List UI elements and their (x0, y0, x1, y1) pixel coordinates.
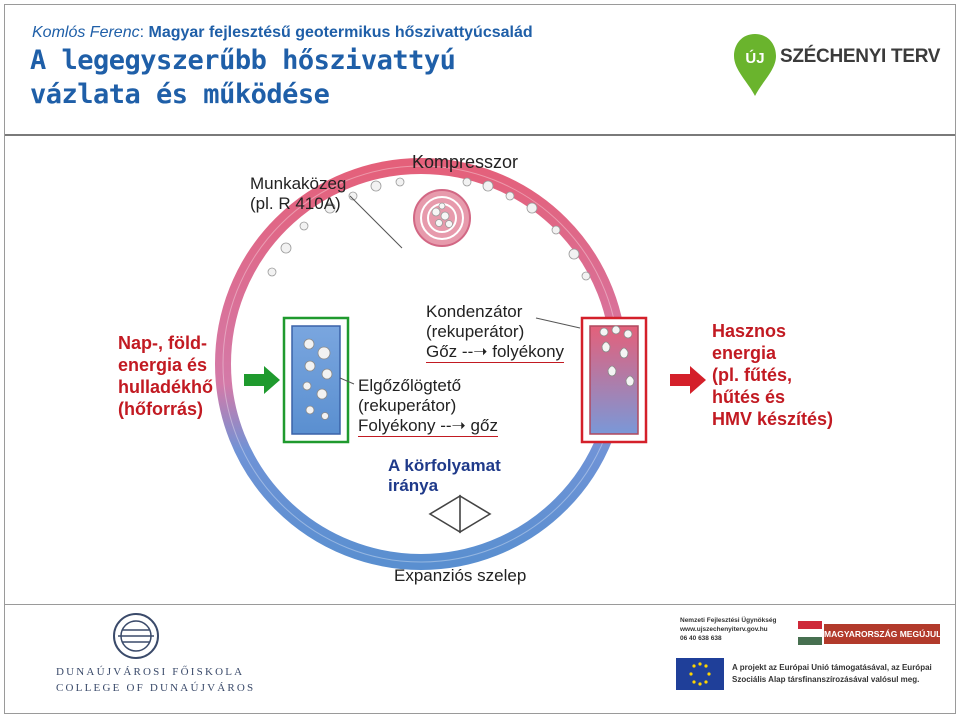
condenser-arrow-icon: --➝ (461, 342, 488, 361)
heat-source-line3: hulladékhő (118, 377, 214, 397)
cycle-direction-line1: A körfolyamat (388, 456, 501, 475)
slide-subtitle: Komlós Ferenc: Magyar fejlesztésű geoter… (32, 24, 533, 42)
evaporator-vessel (291, 325, 341, 435)
useful-energy-line1: Hasznos (712, 321, 787, 341)
condenser-droplets (599, 325, 635, 387)
szechenyi-pin-icon: ÚJ (734, 34, 776, 96)
evaporator-label-line3: Folyékony --➝ gőz (358, 416, 498, 437)
author-separator: : (139, 24, 145, 41)
evaporator-leader-line (339, 377, 355, 385)
heat-source-line2: energia és (118, 355, 208, 375)
compressor-label: Kompresszor (412, 152, 519, 172)
compressor-symbol (413, 189, 471, 247)
vapor-bubbles (267, 177, 591, 281)
eu-funding-text: A projekt az Európai Unió támogatásával,… (732, 662, 932, 686)
condenser-state-from: Gőz (426, 342, 458, 361)
expansion-valve-label: Expanziós szelep (394, 566, 527, 585)
heat-source-line1: Nap-, föld- (118, 333, 207, 353)
condenser-state-to: folyékony (492, 342, 565, 361)
expansion-valve-symbol (428, 494, 492, 534)
topic-title: Magyar fejlesztésű geotermikus hőszivatt… (148, 24, 533, 41)
slide-title-line1: A legegyszerűbb hőszivattyú (30, 45, 456, 76)
evaporator-label-line2: (rekuperátor) (358, 396, 457, 415)
college-name-hu: DUNAÚJVÁROSI FŐISKOLA (56, 666, 245, 678)
megujul-banner: MAGYARORSZÁG MEGÚJUL (824, 624, 941, 644)
fluid-leader-line (349, 195, 403, 249)
slide-frame (4, 4, 956, 714)
agency-name: Nemzeti Fejlesztési Ügynökség (680, 617, 777, 624)
cycle-direction-label: A körfolyamat iránya (388, 456, 501, 496)
fluid-label-line1: Munkaközeg (250, 174, 347, 193)
college-name-en: COLLEGE OF DUNAÚJVÁROS (56, 682, 256, 694)
fluid-label-line2: (pl. R 410A) (250, 194, 341, 213)
slide-title: A legegyszerűbb hőszivattyú vázlata és m… (30, 44, 456, 112)
hungarian-flag-icon (798, 621, 822, 645)
footer-divider (5, 604, 955, 605)
agency-website: www.ujszechenyiterv.gov.hu (680, 626, 768, 633)
condenser-label: Kondenzátor (rekuperátor) Gőz --➝ folyék… (426, 302, 565, 363)
condenser-leader-line (535, 317, 581, 329)
heat-input-arrow (244, 366, 280, 394)
logo-mark-text: ÚJ (745, 49, 764, 67)
heat-source-line4: (hőforrás) (118, 399, 203, 419)
evaporator-label-line1: Elgőzőlögtető (358, 376, 462, 395)
heat-pump-cycle-drawing (215, 158, 706, 570)
condenser-label-line3: Gőz --➝ folyékony (426, 342, 565, 363)
college-emblem-icon (113, 613, 159, 659)
evaporator-label: Elgőzőlögtető (rekuperátor) Folyékony --… (358, 376, 498, 437)
fluid-label: Munkaközeg (pl. R 410A) (250, 174, 346, 214)
useful-energy-label: Hasznos energia (pl. fűtés, hűtés és HMV… (712, 320, 833, 430)
college-logo: DUNAÚJVÁROSI FŐISKOLA COLLEGE OF DUNAÚJV… (46, 612, 253, 702)
eu-flag-icon (676, 658, 724, 690)
evaporator-bubbles (302, 338, 333, 420)
useful-energy-line5: HMV készítés) (712, 409, 834, 429)
szechenyi-terv-logo: ÚJ SZÉCHENYI TERV (732, 32, 942, 102)
evaporator-state-from: Folyékony (358, 416, 436, 435)
agency-info: Nemzeti Fejlesztési Ügynökség www.ujszec… (680, 616, 790, 650)
eu-funding-line1: A projekt az Európai Unió támogatásával,… (732, 663, 932, 672)
evaporator-arrow-icon: --➝ (440, 416, 466, 435)
szechenyi-logo-text: SZÉCHENYI TERV (780, 46, 941, 67)
heat-output-arrow (670, 366, 706, 394)
useful-energy-line4: hűtés és (712, 387, 786, 407)
heat-source-label: Nap-, föld- energia és hulladékhő (hőfor… (118, 332, 213, 420)
eu-funding-line2: Szociális Alap társfinanszírozásával val… (732, 675, 920, 684)
heat-pump-diagram: Munkaközeg (pl. R 410A) Kompresszor Kond… (104, 148, 858, 592)
useful-energy-line2: energia (712, 343, 777, 363)
evaporator-state-to: gőz (470, 416, 498, 435)
useful-energy-line3: (pl. fűtés, (712, 365, 792, 385)
cycle-direction-line2: iránya (388, 476, 439, 495)
agency-phone: 06 40 638 638 (680, 635, 722, 642)
condenser-label-line2: (rekuperátor) (426, 322, 525, 341)
author-name: Komlós Ferenc (32, 24, 140, 41)
slide-title-line2: vázlata és működése (30, 79, 330, 110)
header-divider (5, 134, 955, 136)
condenser-label-line1: Kondenzátor (426, 302, 523, 321)
